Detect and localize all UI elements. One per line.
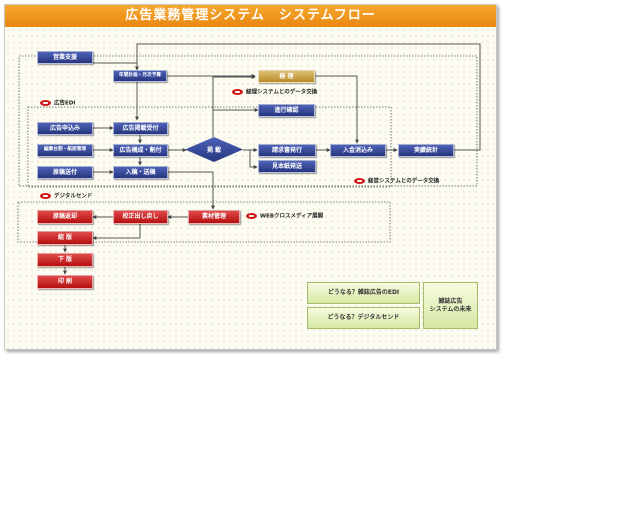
- node-koukoku-moushikomi: 広告申込み: [37, 122, 93, 135]
- label-digital-send: デジタルセンド: [40, 193, 92, 200]
- node-genkou-souhu: 原稿送付: [37, 166, 93, 179]
- node-sozai-kanri: 素材管理: [188, 210, 240, 224]
- edi-logo-icon: [40, 100, 51, 106]
- node-keiri: 経 理: [258, 70, 315, 83]
- digital-send-logo-icon: [40, 193, 51, 199]
- node-henshu-daicho: 編集台割・紙面管理: [37, 144, 93, 157]
- node-nenkan-keikaku: 年間計画・月次予算: [113, 70, 167, 82]
- keiei-logo-icon: [354, 178, 365, 184]
- node-nyuko-souko: 入稿・送稿: [113, 166, 168, 179]
- keiri-logo-icon: [232, 89, 243, 95]
- node-kousei-waritsuke: 広告構成・割付: [113, 144, 168, 157]
- card-edi-future[interactable]: どうなる？雑誌広告のEDI: [307, 282, 420, 304]
- node-kousei-dashimodoshi: 校正出し戻し: [113, 210, 168, 224]
- label-web-crossmedia: WEBクロスメディア展開: [246, 213, 323, 220]
- node-seikyusho-hakko: 請求書発行: [258, 144, 316, 157]
- label-koukoku-edi: 広告EDI: [40, 100, 75, 107]
- node-mihonshi-hasso: 見本紙発送: [258, 160, 316, 173]
- node-kumihan: 組 版: [37, 231, 93, 245]
- node-genkou-henkyaku: 原稿返却: [37, 210, 93, 224]
- node-shinko-kakunin: 進行確認: [258, 104, 315, 117]
- node-jisseki-toukei: 実績統計: [398, 144, 454, 157]
- node-keisai-uketsuke: 広告掲載受付: [113, 122, 168, 135]
- node-eigyo-shien: 営業支援: [37, 51, 93, 64]
- card-digital-future[interactable]: どうなる？デジタルセンド: [307, 307, 420, 329]
- web-logo-icon: [246, 213, 257, 219]
- node-nyukin-keshikomi: 入金消込み: [330, 144, 386, 157]
- card-system-future[interactable]: 雑誌広告 システムの未来: [423, 282, 478, 329]
- label-keiei-data: 経営システムとのデータ交換: [354, 178, 439, 185]
- node-insatsu: 印 刷: [37, 275, 93, 289]
- node-hanpan: 下 版: [37, 253, 93, 267]
- diagram-title: 広告業務管理システム システムフロー: [5, 5, 496, 27]
- label-keiri-data: 経理システムとのデータ交換: [232, 89, 317, 96]
